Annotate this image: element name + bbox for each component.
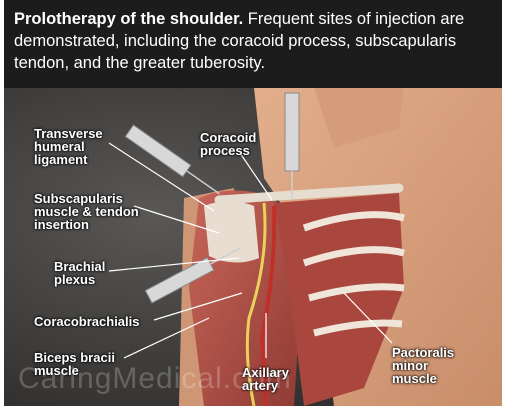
figure-frame: Prolotherapy of the shoulder. Frequent s…	[4, 0, 502, 406]
watermark: CaringMedical.com	[18, 362, 292, 396]
label-coracobrachialis: Coracobrachialis	[34, 315, 140, 328]
label-pectoralis-minor: Pactoralis minor muscle	[392, 346, 454, 385]
label-brachial-plexus: Brachial plexus	[54, 260, 105, 286]
label-subscapularis: Subscapularis muscle & tendon insertion	[34, 192, 139, 231]
label-coracoid-process: Coracoid process	[200, 131, 256, 157]
figure-caption: Prolotherapy of the shoulder. Frequent s…	[4, 0, 502, 88]
label-transverse-humeral-ligament: Transverse humeral ligament	[34, 127, 103, 166]
caption-title: Prolotherapy of the shoulder.	[14, 10, 243, 28]
